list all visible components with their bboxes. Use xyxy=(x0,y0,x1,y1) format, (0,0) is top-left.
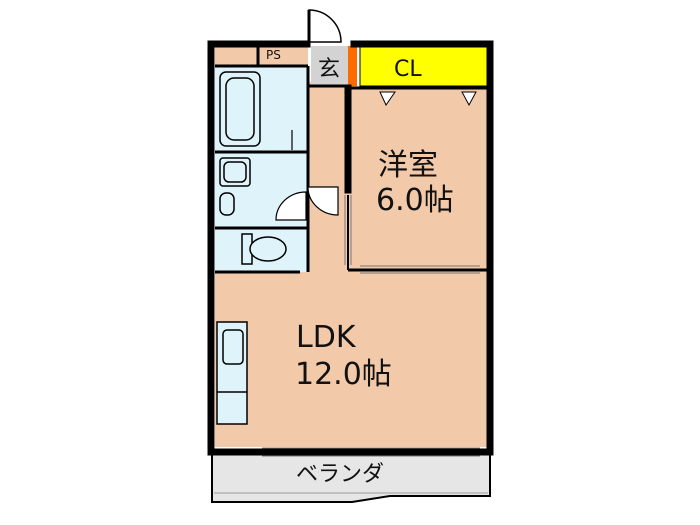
western-room-size: 6.0帖 xyxy=(376,183,454,218)
entrance-area xyxy=(311,46,348,86)
ldk-name: LDK xyxy=(296,320,357,355)
entrance-door xyxy=(307,9,342,43)
entrance-accent xyxy=(348,46,357,86)
bathtub xyxy=(219,71,261,147)
washer-space xyxy=(219,192,235,216)
sliding-doors xyxy=(262,195,480,457)
entrance-label: 玄 xyxy=(318,57,340,82)
pipe-space-box xyxy=(215,44,308,66)
ldk-size: 12.0帖 xyxy=(295,357,392,392)
closet-doors xyxy=(379,91,477,107)
interior-walls xyxy=(215,44,487,274)
kitchen-counter xyxy=(216,321,248,425)
washroom-door xyxy=(275,191,307,221)
ldk-floor xyxy=(215,272,487,447)
hallway-floor xyxy=(308,82,348,272)
washbasin xyxy=(219,157,251,187)
toilet xyxy=(241,233,287,265)
western-room-floor xyxy=(348,86,487,272)
walls xyxy=(207,40,494,456)
pipe-space-label: PS xyxy=(266,48,281,62)
western-room-name: 洋室 xyxy=(378,148,438,183)
closet xyxy=(359,45,488,87)
closet-label: CL xyxy=(394,57,422,82)
balcony-label: ベランダ xyxy=(296,462,384,487)
hall-door xyxy=(307,186,339,216)
